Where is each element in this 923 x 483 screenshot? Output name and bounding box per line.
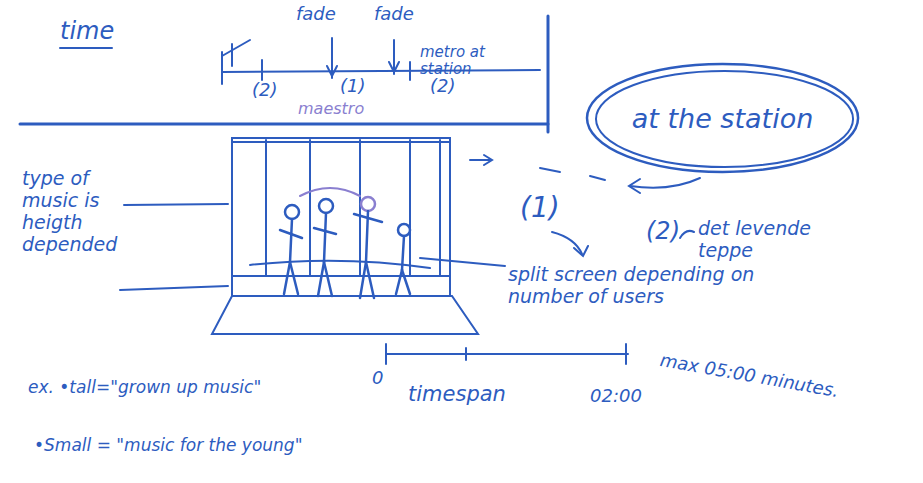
note: •Small = "music for the young" [34,436,334,456]
callout-number: (1) [340,76,366,97]
callout-number: (2) [646,218,680,246]
annotation: split screen depending on number of user… [508,264,778,308]
annotation: fade [296,4,336,25]
heading: time [60,18,114,46]
note: type of music is heigth depended [22,168,126,255]
annotation: maestro [298,100,364,118]
axis-label: timespan [408,382,506,406]
axis-label: 0 [372,368,383,389]
ellipse-node: at the station [585,62,860,174]
annotation: det levende teppe [698,218,868,262]
text-group: at the station [632,103,814,134]
annotation: fade [374,4,414,25]
note: ex. •tall="grown up music" [28,378,288,398]
axis-label: 02:00 [590,386,642,407]
note: max 05:00 minutes. [658,350,908,414]
callout-number: (2) [430,76,456,97]
callout-number: (1) [520,192,560,224]
callout-number: (2) [252,80,278,101]
annotation: metro at station [420,44,512,79]
node-text: at the station [632,103,814,134]
